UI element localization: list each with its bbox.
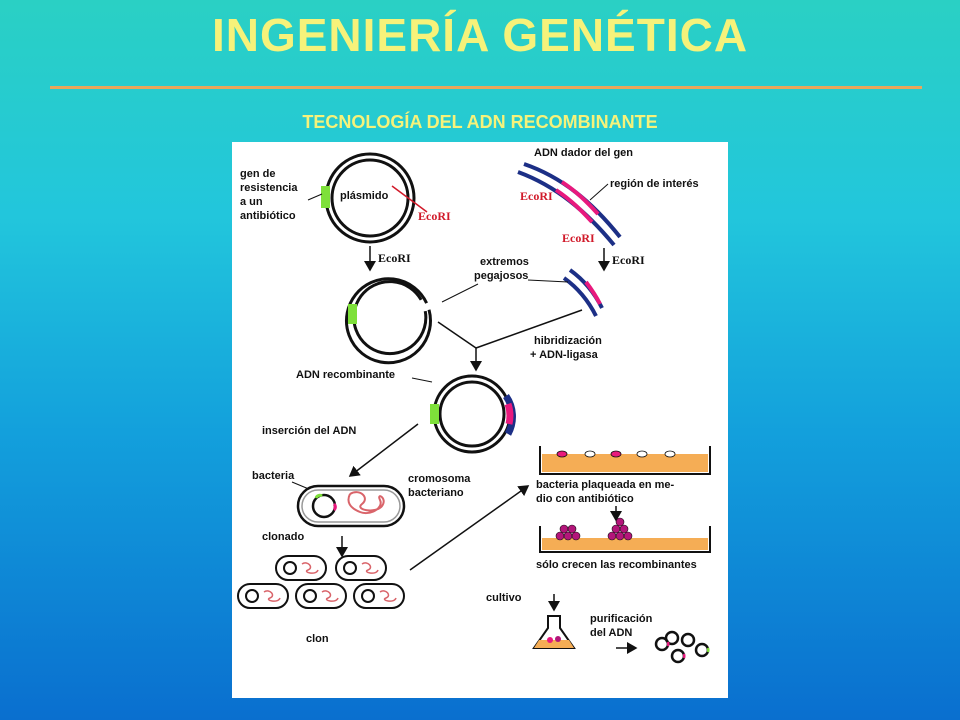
label-purification-2: del ADN (590, 627, 632, 639)
bacterium (296, 484, 406, 528)
label-hybrid-1: hibridización (534, 335, 602, 347)
donor-dna (517, 162, 622, 247)
cut-plasmid (345, 277, 432, 365)
dna-fragment (562, 268, 604, 317)
label-plated-2: dio con antibiótico (536, 493, 634, 505)
label-clone: clon (306, 633, 329, 645)
label-culture: cultivo (486, 592, 522, 604)
label-chromosome-2: bacteriano (408, 487, 464, 499)
label-plated-1: bacteria plaqueada en me- (536, 479, 674, 491)
label-bacteria: bacteria (252, 470, 295, 482)
label-resistance-4: antibiótico (240, 210, 296, 222)
label-region-interest: región de interés (610, 178, 699, 190)
label-resistance-3: a un (240, 196, 263, 208)
label-ecori-donor-top: EcoRI (520, 189, 553, 203)
label-cloned: clonado (262, 531, 304, 543)
petri-dish-recombinants (539, 517, 711, 553)
label-donor-dna: ADN dador del gen (534, 147, 633, 159)
label-insertion: inserción del ADN (262, 425, 356, 437)
label-sticky-2: pegajosos (474, 270, 528, 282)
label-hybrid-2: + ADN-ligasa (530, 349, 599, 361)
label-resistance-1: gen de (240, 168, 275, 180)
gene-of-interest (560, 180, 600, 216)
label-ecori-donor-bottom: EcoRI (562, 231, 595, 245)
label-purification-1: purificación (590, 613, 653, 625)
inserted-gene (504, 402, 514, 425)
label-sticky-1: extremos (480, 256, 529, 268)
page-subtitle: TECNOLOGÍA DEL ADN RECOMBINANTE (302, 112, 658, 132)
resistance-gene (321, 186, 330, 208)
plasmid-diagram (321, 152, 428, 244)
label-recombinant: ADN recombinante (296, 369, 395, 381)
ecori-site-marker (391, 185, 428, 213)
label-chromosome-1: cromosoma (408, 473, 471, 485)
bacteria-clone (237, 555, 405, 609)
diagram-panel: gen de resistencia a un antibiótico plás… (232, 142, 728, 698)
label-plasmid: plásmido (340, 190, 389, 202)
label-resistance-2: resistencia (240, 182, 298, 194)
title-divider (50, 86, 922, 89)
label-ecori-arrow-right: EcoRI (612, 253, 645, 267)
label-ecori-plasmid: EcoRI (418, 209, 451, 223)
bacterial-chromosome (347, 491, 385, 514)
recombinant-plasmid (430, 374, 516, 454)
page-title: INGENIERÍA GENÉTICA (211, 9, 749, 61)
label-only-grow: sólo crecen las recombinantes (536, 559, 697, 571)
recombinant-dna-diagram: gen de resistencia a un antibiótico plás… (237, 147, 711, 664)
label-ecori-arrow-left: EcoRI (378, 251, 411, 265)
culture-flask (532, 615, 576, 649)
petri-dish-plated (539, 446, 711, 475)
purified-plasmids (654, 630, 710, 664)
